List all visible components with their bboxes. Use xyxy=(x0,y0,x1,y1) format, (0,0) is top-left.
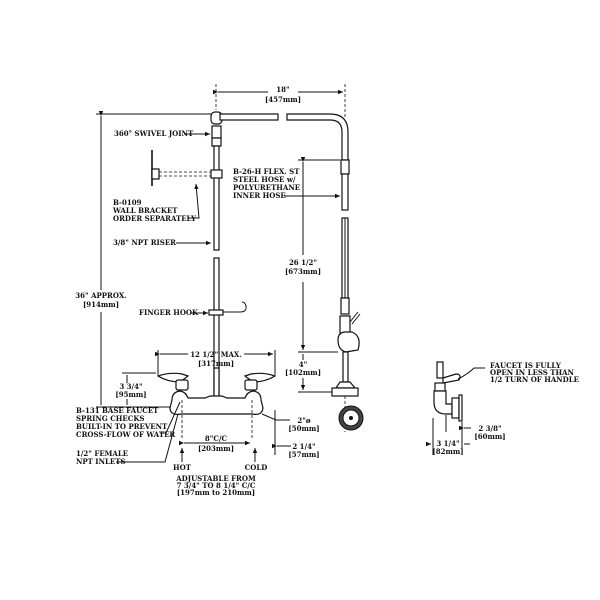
depth-mm-label: [57mm] xyxy=(288,450,319,459)
hot-label: HOT xyxy=(173,463,192,472)
hose-length-dimension: 26 1/2" [673mm] 4" [102mm] xyxy=(285,157,340,393)
hose-label-line4: INNER HOSE xyxy=(233,191,286,200)
valve-height-label: 4" xyxy=(299,360,308,369)
finger-hook-label: FINGER HOOK xyxy=(139,308,199,317)
hose-label-line2: STEEL HOSE w/ xyxy=(233,175,296,184)
adjust-label-line2: 7 3/4" TO 8 1/4" C/C xyxy=(177,481,256,490)
flex-hose xyxy=(331,159,364,432)
hose-label-line1: B-26-H FLEX. ST xyxy=(233,167,300,176)
side-width-label: 3 1/4" xyxy=(436,439,459,448)
open-note-line3: 1/2 TURN OF HANDLE xyxy=(490,375,579,384)
center-distance-mm-label: [203mm] xyxy=(198,444,234,453)
center-distance-label: 8"C/C xyxy=(205,434,228,443)
diameter-mm-label: [50mm] xyxy=(288,424,319,433)
height-label: 36" APPROX. xyxy=(75,291,126,300)
top-width-mm-label: [457mm] xyxy=(265,95,301,104)
bracket-label-line3: ORDER SEPARATELY xyxy=(113,214,197,223)
depth-label: 2 1/4" xyxy=(292,442,315,451)
riser-assembly xyxy=(151,111,349,401)
swivel-joint-label: 360° SWIVEL JOINT xyxy=(114,129,194,138)
adjust-label-line1: ADJUSTABLE FROM xyxy=(175,474,256,483)
side-depth-mm-label: [60mm] xyxy=(474,432,505,441)
hose-label-line3: POLYURETHANE xyxy=(233,183,300,192)
base-label-line1: B-131 BASE FAUCET xyxy=(76,406,159,415)
diameter-label: 2"ø xyxy=(297,416,311,425)
side-depth-label: 2 3/8" xyxy=(478,424,501,433)
handle-height-mm-label: [95mm] xyxy=(115,390,146,399)
base-label-line4: CROSS-FLOW OF WATER xyxy=(76,430,175,439)
open-note-line1: FAUCET IS FULLY xyxy=(490,361,562,370)
open-note-line2: OPEN IN LESS THAN xyxy=(490,368,575,377)
max-width-mm-label: [317mm] xyxy=(198,359,234,368)
inlets-label-line1: 1/2" FEMALE xyxy=(76,449,128,458)
height-mm-label: [914mm] xyxy=(83,300,119,309)
height-dimension: 36" APPROX. [914mm] xyxy=(75,111,211,408)
top-width-dimension: 18" [457mm] xyxy=(213,84,346,118)
bracket-label-line2: WALL BRACKET xyxy=(112,206,178,215)
base-faucet: 12 1/2" MAX. [317mm] 3 3/4" [95mm] 8"C/C… xyxy=(115,350,320,497)
side-width-mm-label: [82mm] xyxy=(432,447,463,456)
hose-length-mm-label: [673mm] xyxy=(285,267,321,276)
base-label-line3: BUILT-IN TO PREVENT xyxy=(76,422,168,431)
inlets-label-line2: NPT INLETS xyxy=(76,457,126,466)
top-width-label: 18" xyxy=(276,85,289,94)
side-view-faucet: 2 3/8" [60mm] 3 1/4" [82mm] xyxy=(426,361,506,456)
bracket-label-line1: B-0109 xyxy=(113,198,142,207)
max-width-label: 12 1/2" MAX. xyxy=(190,350,242,359)
valve-height-mm-label: [102mm] xyxy=(285,368,321,377)
spray-face xyxy=(338,405,364,431)
adjust-label-line3: [197mm to 210mm] xyxy=(177,488,255,497)
handle-height-label: 3 3/4" xyxy=(119,382,142,391)
hose-length-label: 26 1/2" xyxy=(289,258,317,267)
base-label-line2: SPRING CHECKS xyxy=(76,414,144,423)
cold-label: COLD xyxy=(245,463,268,472)
riser-label: 3/8" NPT RISER xyxy=(113,238,176,247)
